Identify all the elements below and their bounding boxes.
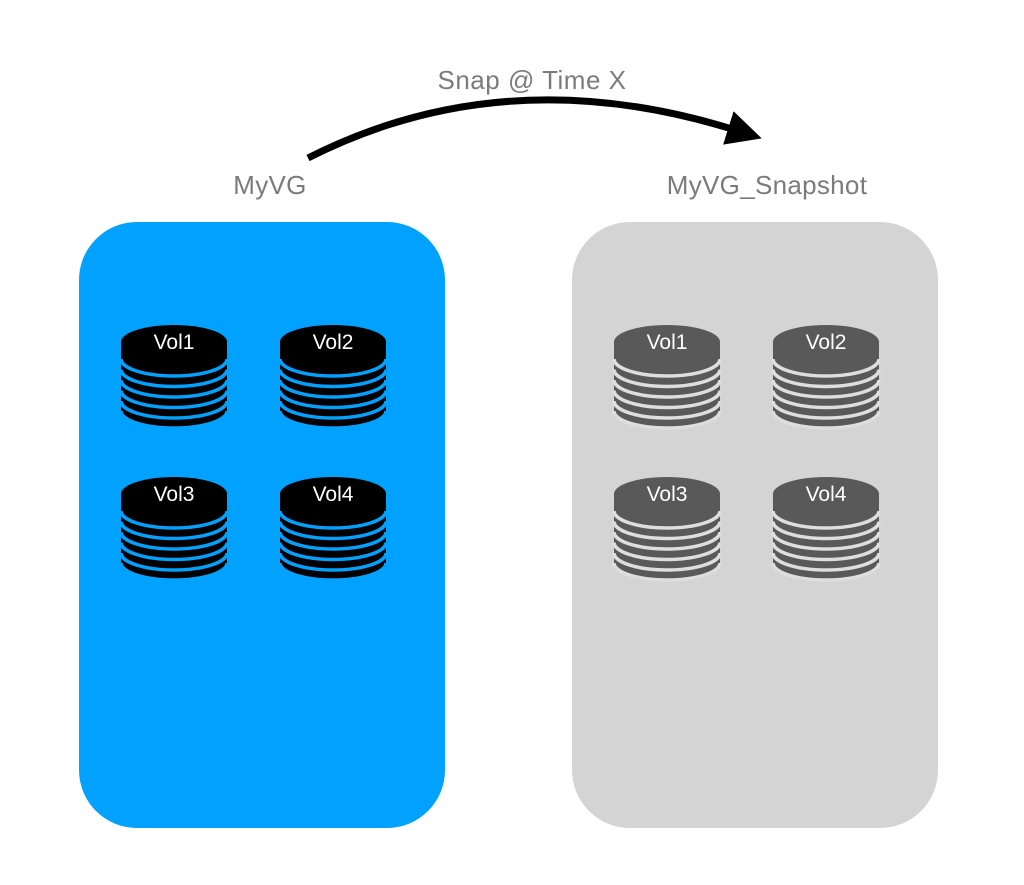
- volume-label: Vol3: [646, 483, 688, 506]
- volume-stack-source-vol1: Vol1: [119, 324, 229, 430]
- arrow-curve: [306, 96, 762, 162]
- volume-stack-snapshot-vol3: Vol3: [612, 476, 722, 582]
- volume-stack-snapshot-vol4: Vol4: [771, 476, 881, 582]
- volume-stack-source-vol3: Vol3: [119, 476, 229, 582]
- volume-label: Vol2: [312, 331, 354, 354]
- snapshot-vg-title: MyVG_Snapshot: [666, 170, 868, 200]
- volume-label: Vol1: [153, 331, 195, 354]
- volume-stack-snapshot-vol2: Vol2: [771, 324, 881, 430]
- volume-label: Vol2: [805, 331, 847, 354]
- snapshot-vg-box: Vol1 Vol2 Vol3 Vol4: [572, 222, 938, 828]
- volume-stack-source-vol2: Vol2: [278, 324, 388, 430]
- volume-label: Vol3: [153, 483, 195, 506]
- volume-stack-snapshot-vol1: Vol1: [612, 324, 722, 430]
- volume-label: Vol4: [805, 483, 847, 506]
- volume-label: Vol4: [312, 483, 354, 506]
- source-vg-box: Vol1 Vol2 Vol3 Vol4: [79, 222, 445, 828]
- volume-stack-source-vol4: Vol4: [278, 476, 388, 582]
- arrow-label: Snap @ Time X: [437, 65, 627, 95]
- volume-label: Vol1: [646, 331, 688, 354]
- source-vg-title: MyVG: [233, 170, 307, 200]
